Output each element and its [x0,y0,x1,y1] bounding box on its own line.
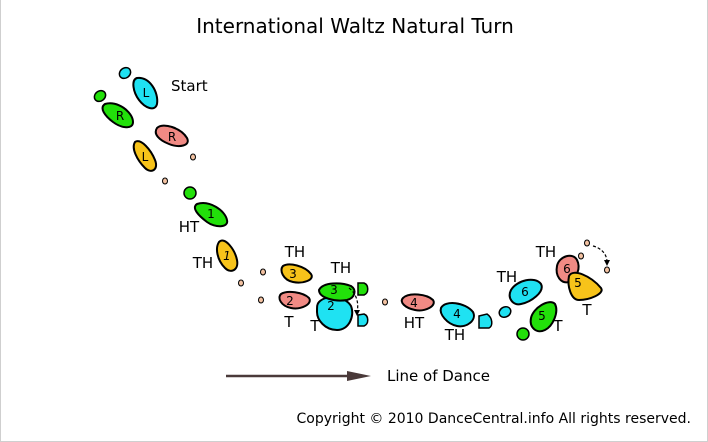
copyright-notice: Copyright © 2010 DanceCentral.info All r… [297,411,691,427]
foot-label: 4 [410,296,418,310]
footwork-label: T [283,313,294,331]
line-of-dance-arrow [226,371,371,381]
footwork-label: HT [179,218,200,236]
footwork-label: TH [192,254,213,272]
footwork-label: TH [330,259,351,277]
footwork-label: T [552,317,563,335]
step-2-foot-salmon: 2 T [258,290,311,331]
step-5-foot-green: 5 T [516,301,563,341]
step-3-foot-yellow: 3 TH [260,243,313,284]
step-2-foot-cyan: 2 T [309,296,369,335]
start-right-foot-salmon: R [154,124,196,161]
step-4-foot-salmon: 4 HT [382,293,435,332]
footwork-label: TH [496,268,517,286]
step-1-foot-green: 1 HT [179,186,229,236]
foot-label: L [142,150,149,164]
foot-label: R [168,130,176,144]
footwork-label: TH [284,243,305,261]
footwork-label: TH [444,326,465,344]
turn-indicator [584,239,610,274]
start-left-foot-cyan: L [118,66,159,110]
foot-label: 1 [207,207,215,221]
foot-label: R [116,109,124,123]
foot-label: 6 [563,262,571,276]
step-1-foot-yellow: 1 TH [192,239,244,287]
footwork-label: T [581,301,592,319]
foot-label: L [143,86,150,100]
line-of-dance-label: Line of Dance [387,367,490,385]
start-left-foot-yellow: L [132,140,168,185]
foot-label: 3 [289,267,297,281]
start-label: Start [171,77,208,95]
foot-label: 5 [574,276,582,290]
footwork-label: T [309,317,320,335]
footwork-label: HT [404,314,425,332]
step-5-foot-yellow: 5 T [567,271,603,319]
foot-label: 3 [330,283,338,297]
foot-label: 1 [223,249,231,263]
start-right-foot-green: R [93,89,135,129]
foot-label: 4 [453,307,461,321]
foot-label: 5 [538,309,546,323]
foot-label: 6 [521,285,529,299]
step-3-foot-green: 3 TH [317,259,369,316]
foot-label: 2 [286,294,294,308]
step-6-foot-cyan: 6 TH [496,268,543,319]
step-4-foot-cyan: 4 TH [439,302,493,344]
footwork-label: TH [535,243,556,261]
diagram-title: International Waltz Natural Turn [196,14,514,38]
foot-label: 2 [327,299,335,313]
